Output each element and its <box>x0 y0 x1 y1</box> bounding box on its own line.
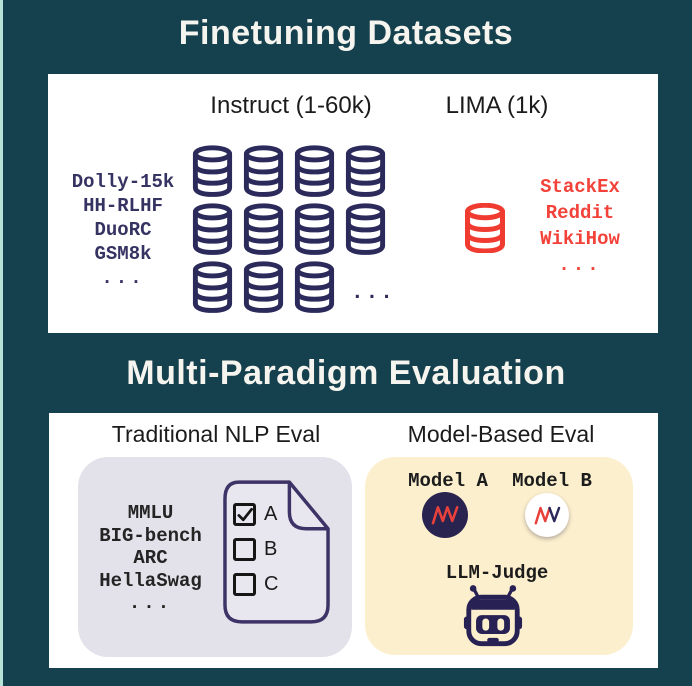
db-row: ... <box>190 261 395 313</box>
dataset-item: GSM8k <box>94 243 152 265</box>
checkmark-icon <box>236 507 253 521</box>
benchmark-item: MMLU <box>127 502 174 524</box>
database-icon <box>192 261 233 313</box>
traditional-eval-panel: MMLU BIG-bench ARC HellaSwag ... <box>78 457 352 657</box>
answer-label: C <box>264 573 279 595</box>
answer-option: C <box>233 573 278 596</box>
answer-sheet: A B <box>222 479 331 625</box>
document-icon <box>223 480 330 624</box>
db-row <box>190 203 395 255</box>
instruct-heading: Instruct (1-60k) <box>210 92 372 119</box>
ellipsis: ... <box>128 592 173 614</box>
left-edge-strip <box>0 0 3 686</box>
database-icon <box>243 261 284 313</box>
ellipsis: ... <box>101 267 145 289</box>
model-b-label: Model B <box>512 470 592 492</box>
model-a-label: Model A <box>408 470 488 492</box>
dataset-item: WikiHow <box>540 228 620 250</box>
benchmark-item: ARC <box>133 547 168 569</box>
answer-options: A B <box>233 503 278 608</box>
model-b-logo <box>525 493 569 537</box>
model-based-eval-heading: Model-Based Eval <box>407 421 595 447</box>
answer-option: B <box>233 538 278 561</box>
lima-database-icon <box>465 203 505 253</box>
checkbox-icon <box>233 503 256 526</box>
llm-judge-label: LLM-Judge <box>445 562 549 584</box>
dataset-item: StackEx <box>540 176 620 198</box>
database-icon <box>345 145 386 197</box>
instruct-dataset-list: Dolly-15k HH-RLHF DuoRC GSM8k ... <box>48 170 198 290</box>
dataset-item: HH-RLHF <box>83 195 163 217</box>
traditional-eval-heading: Traditional NLP Eval <box>111 421 321 447</box>
model-b-zigzag-icon <box>534 506 560 525</box>
database-icon <box>294 261 335 313</box>
database-icon <box>243 145 284 197</box>
db-grid-ellipsis: ... <box>351 282 395 305</box>
dataset-item: Reddit <box>545 202 615 224</box>
answer-option: A <box>233 503 278 526</box>
benchmark-item: HellaSwag <box>99 569 202 592</box>
checkbox-icon <box>233 573 256 596</box>
dataset-item: DuoRC <box>94 219 152 241</box>
lima-heading: LIMA (1k) <box>445 92 549 119</box>
database-icon <box>192 203 233 255</box>
database-icon <box>243 203 284 255</box>
model-based-eval-panel: Model A Model B LLM-Judge <box>365 457 633 655</box>
ellipsis: ... <box>558 254 602 276</box>
db-row <box>190 145 395 197</box>
answer-label: A <box>264 503 278 525</box>
database-icon <box>345 203 386 255</box>
database-icon <box>192 145 233 197</box>
evaluation-card: Traditional NLP Eval Model-Based Eval MM… <box>49 413 658 668</box>
evaluation-title: Multi-Paradigm Evaluation <box>126 354 566 392</box>
database-icon <box>294 203 335 255</box>
database-icon <box>294 145 335 197</box>
dataset-item: Dolly-15k <box>71 171 175 193</box>
robot-judge-icon <box>463 585 523 647</box>
model-a-zigzag-icon <box>431 506 459 525</box>
datasets-card: Instruct (1-60k) LIMA (1k) Dolly-15k HH-… <box>48 74 658 333</box>
benchmark-item: BIG-bench <box>99 524 202 547</box>
finetuning-title: Finetuning Datasets <box>178 14 514 52</box>
checkbox-icon <box>233 538 256 561</box>
lima-dataset-list: StackEx Reddit WikiHow ... <box>510 174 650 278</box>
answer-label: B <box>264 538 278 560</box>
model-a-logo <box>422 492 468 538</box>
instruct-db-grid: ... <box>190 145 395 319</box>
benchmark-list: MMLU BIG-bench ARC HellaSwag ... <box>78 502 223 615</box>
